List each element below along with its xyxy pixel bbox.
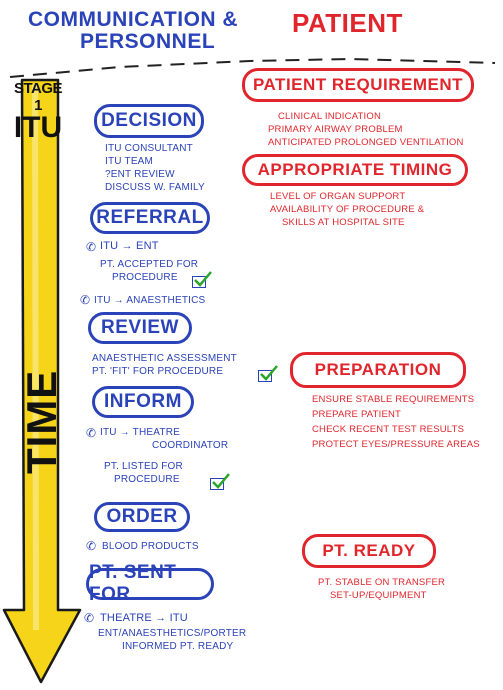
- communication-header-line1: COMMUNICATION &: [28, 8, 239, 31]
- communication-header: COMMUNICATION & PERSONNEL: [28, 8, 238, 54]
- preparation-note: PREPARE PATIENT: [312, 409, 402, 420]
- inform-call: ITU → THEATRE COORDINATOR: [100, 426, 228, 452]
- inform-listed-line1: PT. LISTED FOR: [104, 461, 183, 472]
- step-referral: REFERRAL: [90, 202, 210, 234]
- time-arrow: [2, 78, 82, 684]
- communication-header-line2: PERSONNEL: [80, 30, 216, 53]
- stage-label: STAGE 1 ITU: [10, 80, 66, 144]
- referral-accepted-line1: PT. ACCEPTED FOR: [100, 259, 199, 270]
- step-decision: DECISION: [94, 104, 204, 138]
- step-inform: INFORM: [92, 386, 194, 418]
- step-sent: PT. SENT FOR: [86, 562, 214, 605]
- decision-note: ITU TEAM: [105, 156, 154, 167]
- sent-notes: THEATRE → ITU ENT/ANAESTHETICS/PORTER IN…: [98, 612, 247, 653]
- inform-listed: PT. LISTED FOR PROCEDURE: [104, 460, 183, 486]
- preparation-note: CHECK RECENT TEST RESULTS: [312, 424, 465, 435]
- patient-requirement: PATIENT REQUIREMENT: [242, 68, 474, 102]
- referral-accepted-line2: PROCEDURE: [112, 272, 178, 283]
- stage-label-line2: ITU: [13, 111, 63, 144]
- checkbox-tick-icon: [258, 365, 278, 382]
- step-order: ORDER: [94, 502, 190, 532]
- preparation-notes: ENSURE STABLE REQUIREMENTS PREPARE PATIE…: [312, 392, 480, 452]
- stage-label-line1: STAGE 1: [13, 80, 63, 114]
- review-note: PT. 'FIT' FOR PROCEDURE: [92, 366, 224, 377]
- preparation-note: PROTECT EYES/PRESSURE AREAS: [312, 439, 480, 450]
- inform-listed-line2: PROCEDURE: [114, 474, 180, 485]
- review-notes: ANAESTHETIC ASSESSMENT PT. 'FIT' FOR PRO…: [92, 352, 237, 378]
- sent-note: INFORMED PT. READY: [122, 641, 234, 652]
- timing-notes: LEVEL OF ORGAN SUPPORT AVAILABILITY OF P…: [270, 190, 424, 229]
- sent-note: ENT/ANAESTHETICS/PORTER: [98, 628, 247, 639]
- dashed-divider: [9, 57, 496, 78]
- timing-note: SKILLS AT HOSPITAL SITE: [282, 217, 405, 228]
- decision-notes: ITU CONSULTANT ITU TEAM ?ENT REVIEW DISC…: [105, 142, 205, 194]
- preparation: PREPARATION: [290, 352, 466, 388]
- phone-icon: ✆: [84, 611, 95, 625]
- appropriate-timing: APPROPRIATE TIMING: [242, 154, 468, 186]
- time-label: TIME: [18, 369, 65, 474]
- sent-call: THEATRE → ITU: [100, 612, 188, 624]
- pt-ready: PT. READY: [302, 534, 436, 568]
- ready-note: SET-UP/EQUIPMENT: [330, 590, 427, 601]
- inform-call-line1: ITU → THEATRE: [100, 427, 181, 438]
- step-review: REVIEW: [88, 312, 192, 344]
- requirement-note: ANTICIPATED PROLONGED VENTILATION: [268, 137, 464, 148]
- requirement-note: PRIMARY AIRWAY PROBLEM: [268, 124, 403, 135]
- order-call: BLOOD PRODUCTS: [102, 541, 199, 552]
- checkbox-tick-icon: [192, 271, 212, 288]
- timing-note: LEVEL OF ORGAN SUPPORT: [270, 191, 406, 202]
- phone-icon: ✆: [86, 539, 97, 553]
- checkbox-tick-icon: [210, 473, 230, 490]
- inform-call-line2: COORDINATOR: [152, 440, 229, 451]
- ready-note: PT. STABLE ON TRANSFER: [318, 577, 446, 588]
- requirement-notes: CLINICAL INDICATION PRIMARY AIRWAY PROBL…: [268, 110, 464, 149]
- phone-icon: ✆: [86, 240, 97, 254]
- patient-header: PATIENT: [292, 8, 403, 38]
- referral-call1: ITU → ENT: [100, 240, 159, 252]
- phone-icon: ✆: [86, 426, 97, 440]
- decision-note: DISCUSS W. FAMILY: [105, 182, 205, 193]
- requirement-note: CLINICAL INDICATION: [278, 111, 382, 122]
- referral-call2: ITU → ANAESTHETICS: [94, 295, 206, 306]
- review-note: ANAESTHETIC ASSESSMENT: [92, 353, 237, 364]
- referral-accepted: PT. ACCEPTED FOR PROCEDURE: [100, 258, 198, 284]
- timing-note: AVAILABILITY OF PROCEDURE &: [270, 204, 425, 215]
- phone-icon: ✆: [80, 293, 91, 307]
- decision-note: ITU CONSULTANT: [105, 143, 193, 154]
- decision-note: ?ENT REVIEW: [105, 169, 175, 180]
- preparation-note: ENSURE STABLE REQUIREMENTS: [312, 394, 475, 405]
- ready-notes: PT. STABLE ON TRANSFER SET-UP/EQUIPMENT: [318, 576, 445, 602]
